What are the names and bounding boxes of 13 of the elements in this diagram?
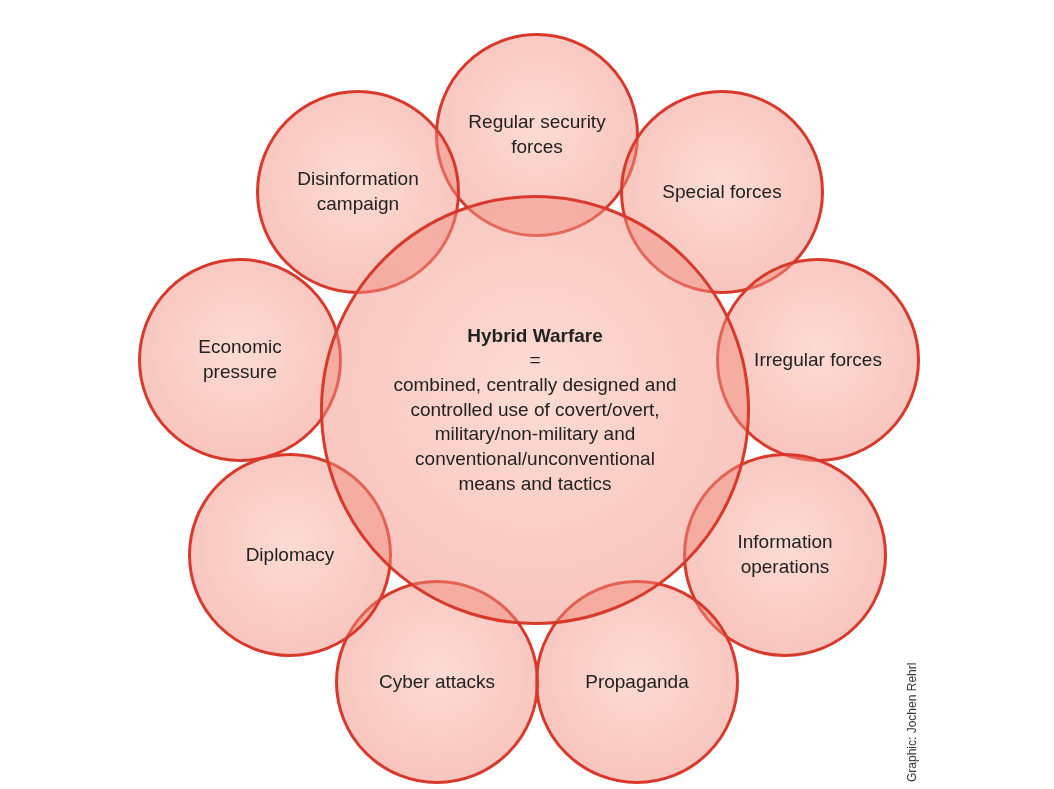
circle-label: Economic pressure	[197, 335, 283, 384]
circle-label: Propaganda	[584, 669, 690, 694]
equals-sign: =	[529, 348, 541, 373]
circle-label: Cyber attacks	[377, 669, 497, 694]
circle-label: Regular security forces	[467, 110, 607, 159]
definition-text: combined, centrally designed and controlled use of covert/overt, military/non-military and conventional/unconventional means and tactics	[392, 372, 678, 496]
circle-label: Irregular forces	[753, 347, 883, 372]
diagram-heading: Hybrid Warfare	[467, 323, 603, 348]
circle-label: Information operations	[736, 530, 834, 579]
credit-text: Graphic: Jochen Rehrl	[905, 662, 919, 782]
circle-label: Diplomacy	[244, 542, 336, 567]
circle-label: Special forces	[661, 179, 783, 204]
circle-label: Disinformation campaign	[296, 167, 420, 216]
